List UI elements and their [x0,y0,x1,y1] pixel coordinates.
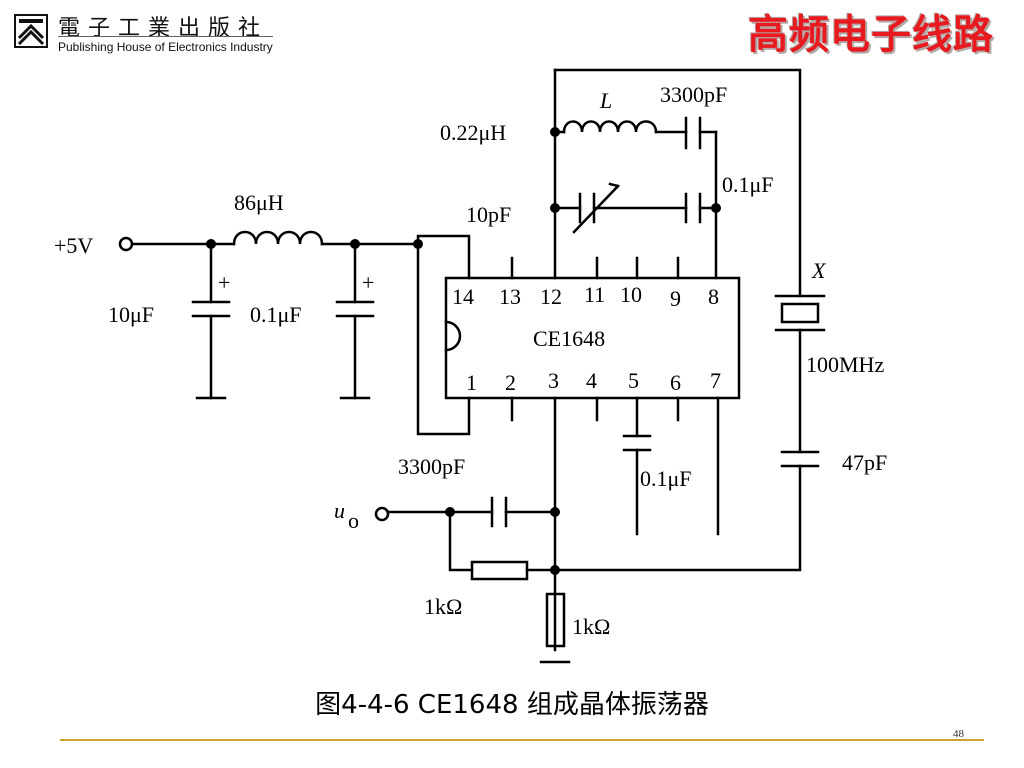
ic-pin-5: 5 [628,368,639,393]
label-output-subscript: o [348,508,359,533]
ic-pin-1: 1 [466,370,477,395]
label-inductor-L: L [599,88,612,113]
ic-pin-4: 4 [586,368,597,393]
label-cap-01uF-bottom: 0.1μF [640,466,692,491]
resistor-1k-horizontal [470,560,529,581]
label-polarity-2: + [362,270,374,295]
label-cap-3300pF-bottom: 3300pF [398,454,465,479]
label-inductor-86uH: 86μH [234,190,284,215]
footer-divider [60,739,984,741]
ic-pin-8: 8 [708,284,719,309]
slide-header: 電子工業出版社 Publishing House of Electronics … [0,0,1024,60]
label-supply-voltage: +5V [54,233,93,258]
label-inductance-022uH: 0.22μH [440,120,506,145]
label-output-u: u [334,498,345,523]
label-cap-10uF: 10μF [108,302,154,327]
label-crystal-X: X [811,258,827,283]
ic-pin-6: 6 [670,370,681,395]
ic-pin-14: 14 [452,284,474,309]
header-divider [58,36,273,37]
supply-terminal [118,236,134,252]
ic-pin-2: 2 [505,370,516,395]
figure-caption: 图4-4-6 CE1648 组成晶体振荡器 [315,690,709,720]
page-number: 48 [953,728,964,740]
ic-notch [444,320,462,352]
label-resistor-1k-vertical: 1kΩ [572,614,610,639]
inductor-L [562,120,658,134]
ic-pin-11: 11 [584,282,605,307]
label-polarity-1: + [218,270,230,295]
label-resistor-1k-horizontal: 1kΩ [424,594,462,619]
ic-name: CE1648 [533,326,605,351]
resistor-1k-vertical [545,592,566,648]
label-cap-01uF-right: 0.1μF [722,172,774,197]
course-title: 高频电子线路 [748,12,994,58]
ic-pin-7: 7 [710,368,721,393]
label-cap-3300pF-top: 3300pF [660,82,727,107]
inductor-86uH [232,230,324,246]
ic-pin-13: 13 [499,284,521,309]
ic-pin-12: 12 [540,284,562,309]
publisher-logo-icon [14,14,48,48]
crystal-X [780,302,820,324]
label-cap-10pF: 10pF [466,202,511,227]
ic-body [444,276,741,400]
ic-pin-3: 3 [548,368,559,393]
publisher-name-english: Publishing House of Electronics Industry [58,40,273,54]
ic-pin-10: 10 [620,282,642,307]
ic-pin-9: 9 [670,286,681,311]
label-cap-47pF: 47pF [842,450,887,475]
label-cap-01uF-left: 0.1μF [250,302,302,327]
label-freq-100MHz: 100MHz [806,352,884,377]
output-terminal [374,506,390,522]
